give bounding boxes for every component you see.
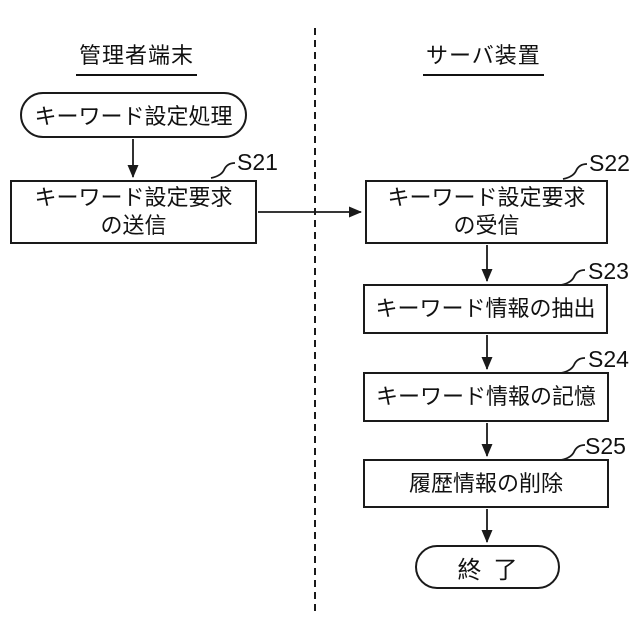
- process-box-s25: 履歴情報の削除: [363, 459, 609, 508]
- process-box-s23: キーワード情報の抽出: [363, 284, 608, 334]
- process-box-s24: キーワード情報の記憶: [363, 372, 609, 422]
- step-label-s24: S24: [588, 346, 629, 372]
- process-s22-text-line2: の受信: [453, 213, 520, 238]
- process-s22-text-line1: キーワード設定要求: [387, 185, 586, 210]
- step-leader-s21: [210, 162, 236, 179]
- process-s21-text-line1: キーワード設定要求: [34, 185, 233, 210]
- end-terminal-label: 終了: [457, 556, 530, 584]
- step-leader-s24: [560, 357, 586, 374]
- process-s23-text: キーワード情報の抽出: [375, 296, 596, 321]
- process-s25-text: 履歴情報の削除: [408, 470, 563, 496]
- step-leader-s23: [560, 269, 586, 286]
- lane-title-admin-terminal: 管理者端末: [76, 38, 198, 76]
- process-s24-text: キーワード情報の記憶: [375, 384, 596, 409]
- start-terminal: キーワード設定処理: [20, 92, 247, 138]
- step-leader-s25: [560, 444, 586, 461]
- process-box-s21: キーワード設定要求 の送信: [10, 180, 257, 244]
- process-s21-text-line2: の送信: [100, 213, 167, 238]
- process-box-s22: キーワード設定要求 の受信: [365, 180, 608, 244]
- end-terminal: 終了: [415, 545, 560, 589]
- lane-title-server-device: サーバ装置: [423, 38, 544, 76]
- step-label-s23: S23: [588, 258, 629, 284]
- step-leader-s22: [562, 163, 588, 180]
- step-label-s25: S25: [585, 433, 626, 459]
- step-label-s21: S21: [237, 149, 278, 175]
- start-terminal-label: キーワード設定処理: [34, 104, 233, 129]
- step-label-s22: S22: [589, 150, 630, 176]
